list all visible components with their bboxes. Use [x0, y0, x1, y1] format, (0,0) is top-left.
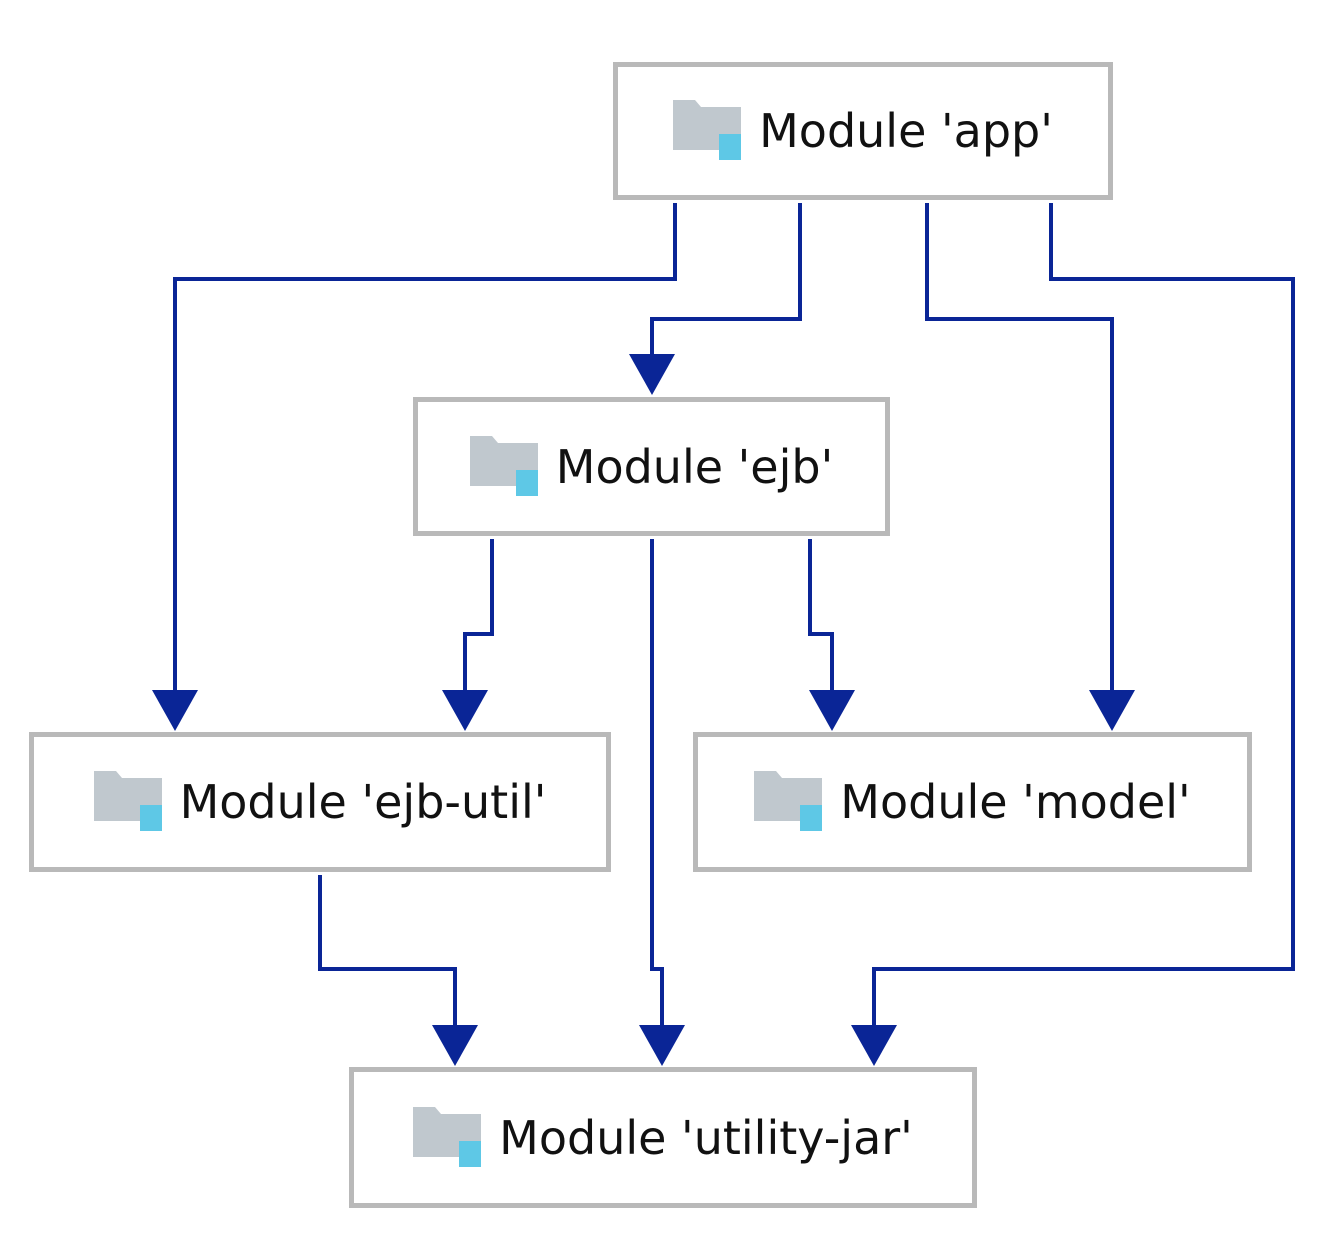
- module-folder-icon: [673, 100, 742, 162]
- edge-ejb-to-model: [808, 539, 855, 731]
- edge-line: [173, 203, 677, 690]
- edge-line: [463, 539, 494, 690]
- edge-app-to-ejb-util: [152, 203, 677, 731]
- module-node-ejb[interactable]: Module 'ejb': [413, 397, 890, 536]
- module-label-model: Module 'model': [840, 775, 1191, 829]
- edge-ejb-to-utility-jar: [639, 539, 685, 1066]
- module-folder-icon: [413, 1106, 482, 1169]
- edge-app-to-utility-jar: [851, 203, 1295, 1066]
- arrowhead: [432, 1025, 478, 1066]
- edge-ejb-to-ejb-util: [442, 539, 494, 731]
- edge-line: [650, 539, 664, 1025]
- module-folder-icon: [469, 435, 538, 498]
- edge-ejb-util-to-utility-jar: [318, 875, 478, 1066]
- edge-app-to-model: [925, 203, 1135, 731]
- edge-app-to-ejb: [629, 203, 802, 395]
- arrowhead: [639, 1025, 685, 1066]
- edge-line: [318, 875, 457, 1025]
- module-folder-icon: [93, 771, 162, 833]
- arrowhead: [851, 1025, 897, 1066]
- module-label-utility-jar: Module 'utility-jar': [499, 1110, 913, 1165]
- module-label-ejb: Module 'ejb': [555, 439, 834, 494]
- edge-line: [872, 203, 1295, 1025]
- module-node-app[interactable]: Module 'app': [613, 62, 1113, 200]
- arrowhead: [1089, 690, 1135, 731]
- module-node-ejb-util[interactable]: Module 'ejb-util': [29, 732, 611, 872]
- arrowhead: [629, 354, 675, 395]
- module-node-model[interactable]: Module 'model': [693, 732, 1252, 872]
- arrowhead: [809, 690, 855, 731]
- module-node-utility-jar[interactable]: Module 'utility-jar': [349, 1067, 977, 1208]
- edge-line: [650, 203, 802, 354]
- module-label-app: Module 'app': [759, 104, 1053, 158]
- edges-layer: [152, 203, 1295, 1066]
- arrowhead: [152, 690, 198, 731]
- arrowhead: [442, 690, 488, 731]
- module-label-ejb-util: Module 'ejb-util': [179, 775, 547, 829]
- edge-line: [808, 539, 834, 690]
- module-folder-icon: [754, 771, 823, 833]
- edge-line: [925, 203, 1114, 690]
